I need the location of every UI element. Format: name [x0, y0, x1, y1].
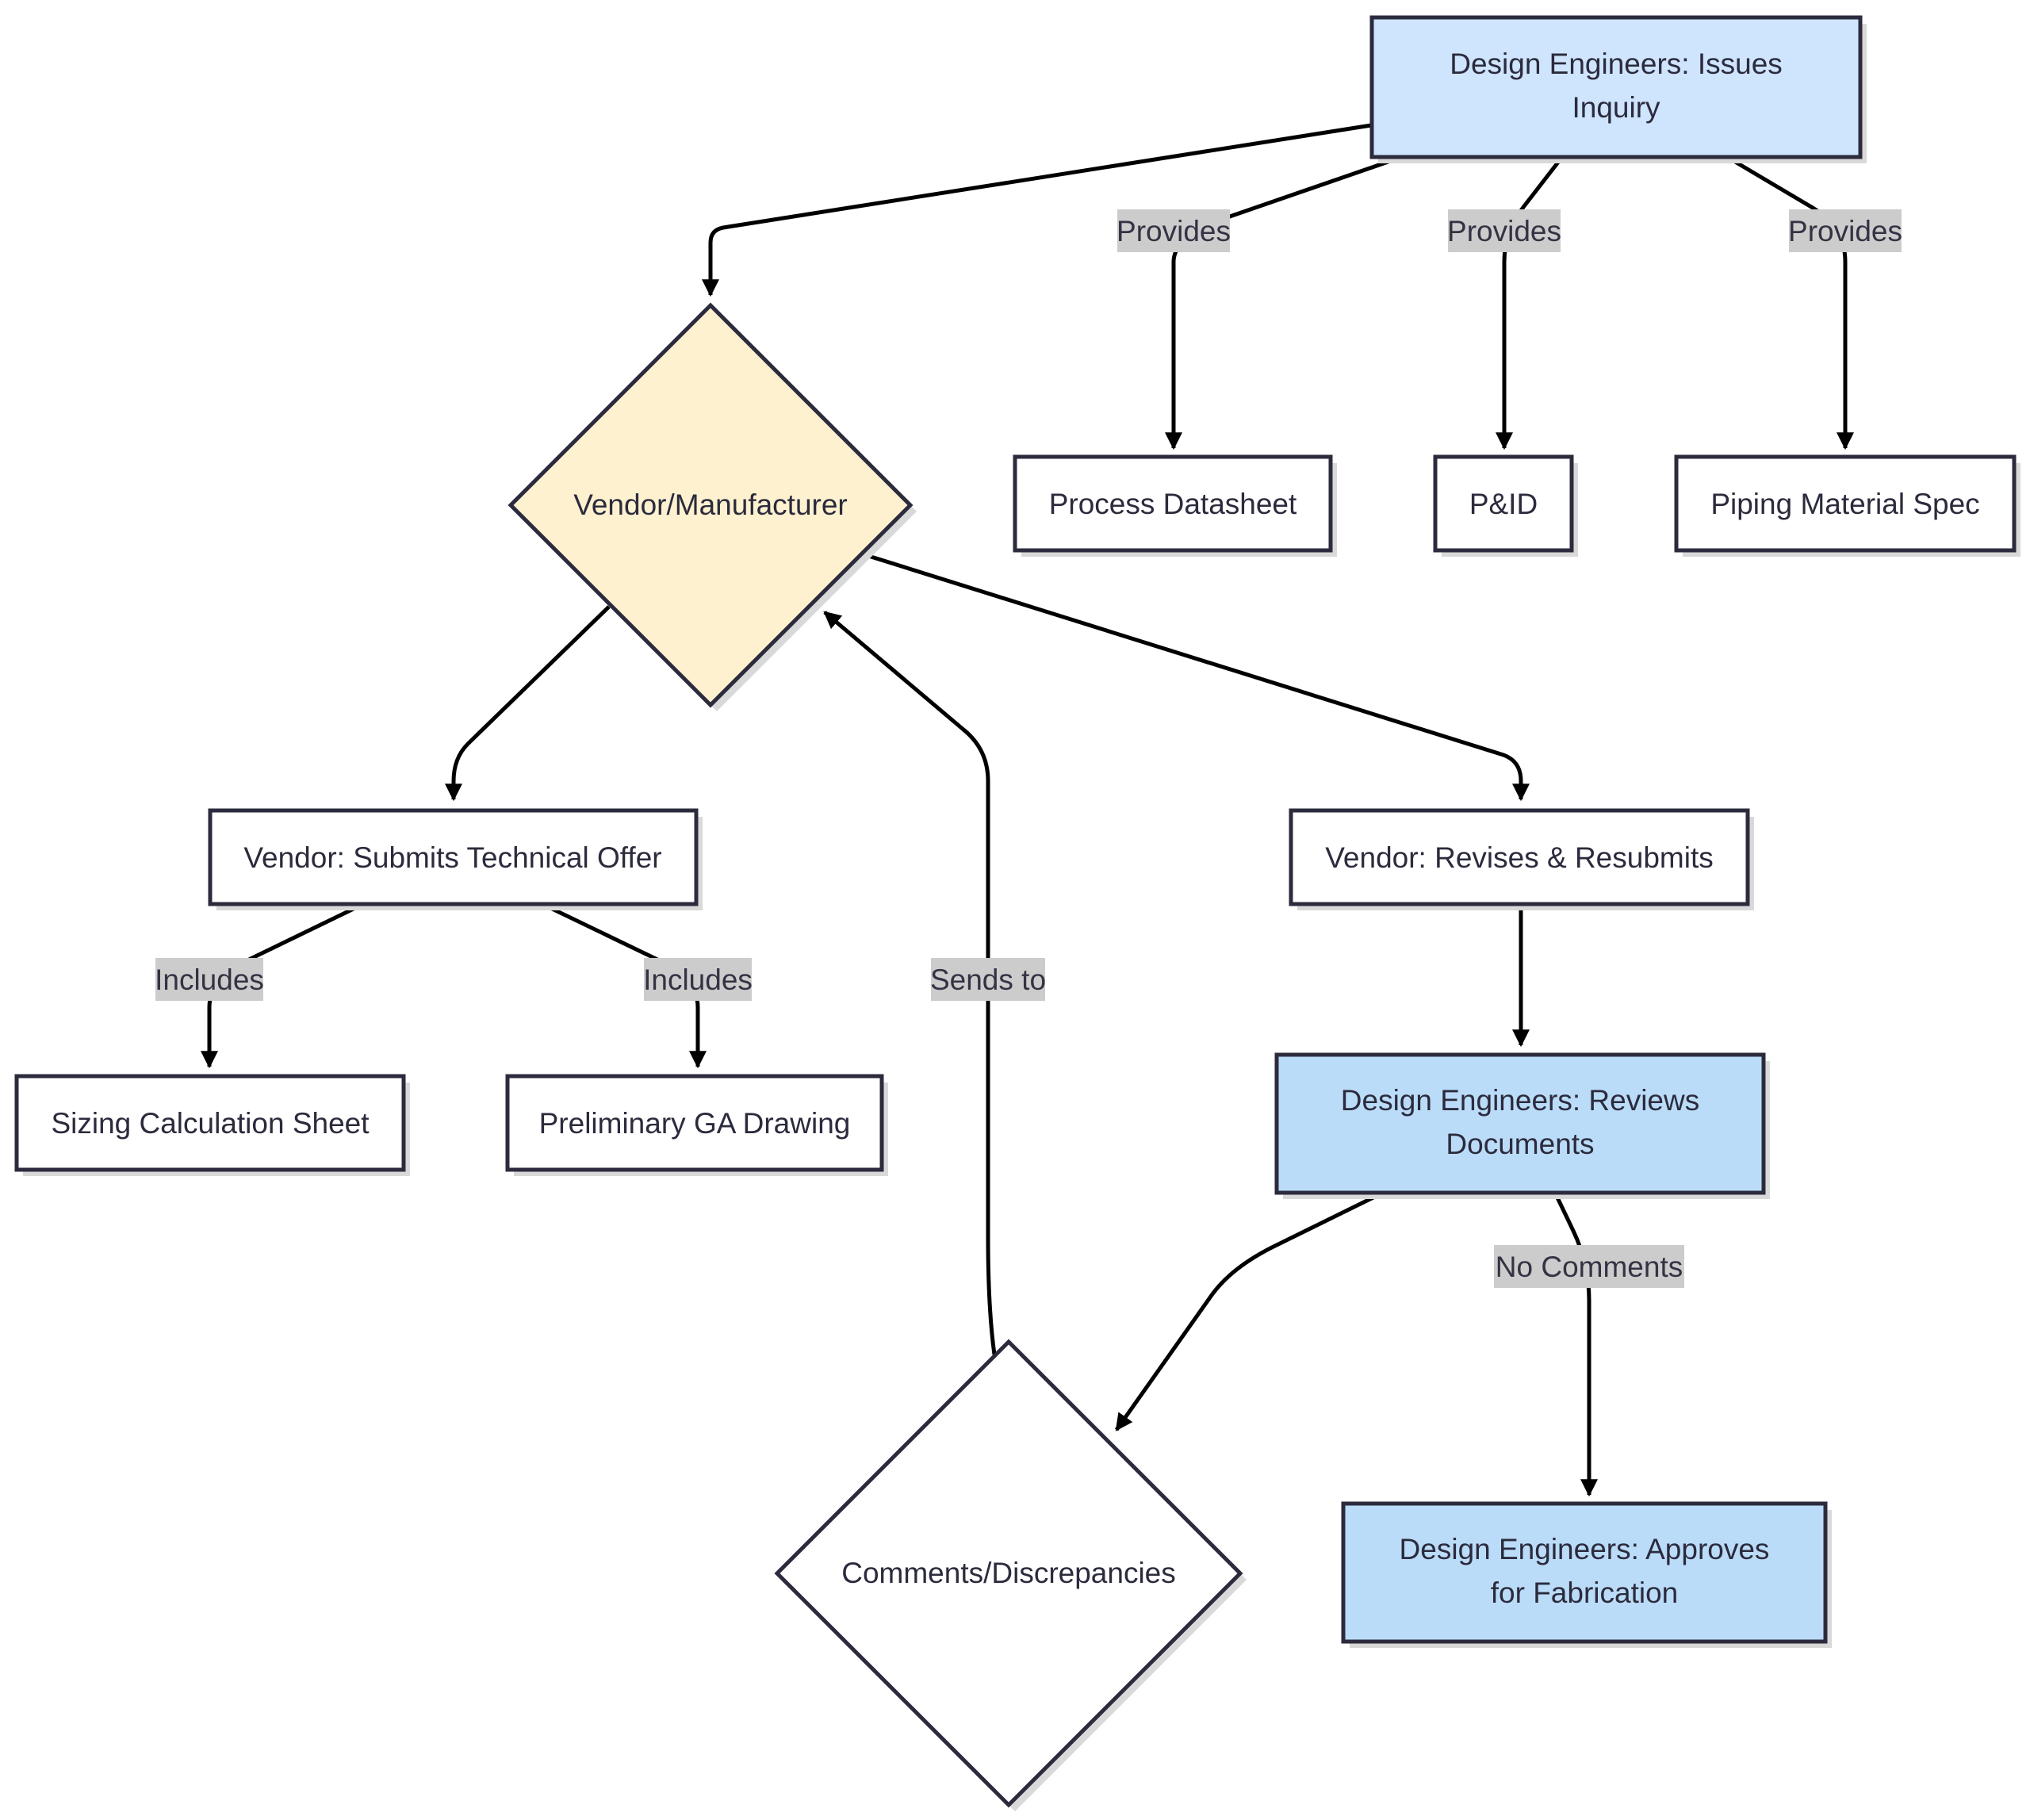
- edge-label-no-comments: No Comments: [1496, 1251, 1683, 1283]
- node-submits-technical-offer: Vendor: Submits Technical Offer: [208, 808, 703, 910]
- node-pid-label: P&ID: [1469, 488, 1538, 520]
- edge-label-provides-spec: Provides: [1788, 215, 1902, 247]
- edge-reviews-to-approves: [1553, 1193, 1599, 1497]
- edge-vendor-to-revises: [865, 553, 1530, 802]
- node-piping-material-spec: Piping Material Spec: [1674, 454, 2020, 557]
- node-submits-technical-offer-label: Vendor: Submits Technical Offer: [243, 841, 661, 874]
- node-pid-box: [1433, 454, 1574, 553]
- node-reviews-documents: Design Engineers: Reviews Documents: [1274, 1052, 1770, 1199]
- edge-comments-to-vendor: [823, 611, 997, 1355]
- node-submits-technical-offer-box: [208, 808, 699, 906]
- node-sizing-calculation-sheet-label: Sizing Calculation Sheet: [51, 1107, 370, 1140]
- node-revises-resubmits: Vendor: Revises & Resubmits: [1289, 808, 1754, 910]
- node-revises-resubmits-box: [1289, 808, 1750, 906]
- node-approves-fabrication: Design Engineers: Approves for Fabricati…: [1341, 1501, 1832, 1648]
- edge-vendor-to-technical-offer: [444, 605, 611, 802]
- node-comments-discrepancies-label: Comments/Discrepancies: [841, 1557, 1176, 1589]
- node-vendor-manufacturer-diamond: [508, 302, 914, 708]
- edge-inquiry-to-pid: [1495, 155, 1564, 450]
- node-issues-inquiry: Design Engineers: Issues Inquiry: [1369, 15, 1867, 163]
- node-issues-inquiry-box: [1369, 15, 1863, 159]
- node-comments-discrepancies-diamond: [774, 1339, 1243, 1808]
- edge-label-sends-to: Sends to: [930, 964, 1046, 996]
- node-issues-inquiry-line2: Inquiry: [1572, 91, 1660, 124]
- node-piping-material-spec-box: [1674, 454, 2017, 553]
- node-preliminary-ga-drawing-box: [505, 1074, 884, 1172]
- edge-labels: Provides Provides Provides Includes Incl…: [155, 209, 1902, 1288]
- node-reviews-documents-box: [1274, 1052, 1766, 1195]
- edge-reviews-to-comments: [1114, 1192, 1381, 1431]
- edge-label-provides-pid: Provides: [1447, 215, 1561, 247]
- node-revises-resubmits-label: Vendor: Revises & Resubmits: [1325, 841, 1713, 874]
- node-vendor-manufacturer-label: Vendor/Manufacturer: [573, 489, 848, 521]
- node-piping-material-spec-label: Piping Material Spec: [1710, 488, 1979, 520]
- node-process-datasheet: Process Datasheet: [1013, 454, 1337, 557]
- node-preliminary-ga-drawing-label: Preliminary GA Drawing: [539, 1107, 851, 1140]
- node-sizing-calculation-sheet-box: [14, 1074, 406, 1172]
- edge-inquiry-to-vendor: [701, 123, 1372, 297]
- node-process-datasheet-box: [1013, 454, 1333, 553]
- node-sizing-calculation-sheet: Sizing Calculation Sheet: [14, 1074, 410, 1176]
- node-pid: P&ID: [1433, 454, 1578, 557]
- node-process-datasheet-label: Process Datasheet: [1049, 488, 1297, 520]
- edge-label-includes-sizing: Includes: [155, 964, 264, 996]
- edge-inquiry-to-piping-spec: [1726, 155, 1855, 450]
- node-approves-fabrication-box: [1341, 1501, 1828, 1644]
- edge-label-provides-datasheet: Provides: [1116, 215, 1231, 247]
- edge-label-includes-ga: Includes: [643, 964, 753, 996]
- node-reviews-documents-line2: Documents: [1446, 1128, 1594, 1160]
- node-approves-fabrication-line2: for Fabrication: [1491, 1577, 1679, 1609]
- node-approves-fabrication-line1: Design Engineers: Approves: [1400, 1533, 1770, 1565]
- node-vendor-manufacturer: Vendor/Manufacturer: [508, 302, 917, 711]
- node-issues-inquiry-line1: Design Engineers: Issues: [1450, 48, 1783, 80]
- edge-inquiry-to-process-datasheet: [1164, 155, 1403, 450]
- nodes: Design Engineers: Issues Inquiry Vendor/…: [14, 15, 2020, 1811]
- node-reviews-documents-line1: Design Engineers: Reviews: [1341, 1084, 1699, 1117]
- node-preliminary-ga-drawing: Preliminary GA Drawing: [505, 1074, 888, 1176]
- node-comments-discrepancies: Comments/Discrepancies: [774, 1339, 1247, 1811]
